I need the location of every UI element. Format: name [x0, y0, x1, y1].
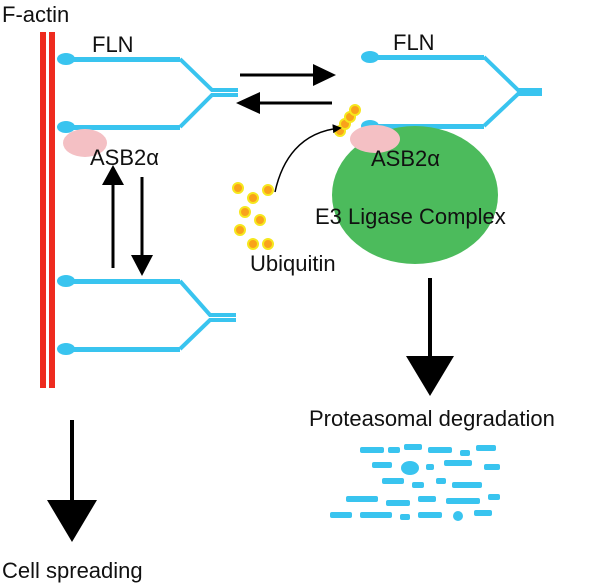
- filamin-dimer-bottom-left: [57, 275, 236, 355]
- asb2-right-label: ASB2α: [371, 146, 440, 171]
- f-actin-filament: [40, 32, 55, 388]
- asb2-left-blob: [63, 129, 107, 157]
- f-actin-label: F-actin: [2, 2, 69, 27]
- vertical-equilibrium-arrows: [102, 165, 153, 276]
- e3-ligase-label: E3 Ligase Complex: [315, 204, 506, 229]
- asb2-left-label: ASB2α: [90, 145, 159, 170]
- cell-spreading-label: Cell spreading: [2, 558, 143, 583]
- ubiquitin-transfer-arrow: [274, 124, 342, 193]
- ubiquitin-label: Ubiquitin: [250, 251, 336, 276]
- fln-label-left: FLN: [92, 32, 134, 57]
- proteasomal-arrow: [406, 278, 454, 396]
- horizontal-equilibrium-arrows: [236, 64, 336, 114]
- e3-ligase-complex: [332, 126, 498, 264]
- degraded-fragments: [330, 444, 500, 521]
- fln-label-right: FLN: [393, 30, 435, 55]
- cell-spreading-arrow: [47, 420, 97, 542]
- proteasomal-label: Proteasomal degradation: [309, 406, 555, 431]
- filamin-dimer-top-left: [57, 53, 238, 133]
- free-ubiquitin: [232, 182, 274, 250]
- asb2-right-blob: [350, 125, 400, 153]
- filamin-dimer-right: [361, 51, 542, 132]
